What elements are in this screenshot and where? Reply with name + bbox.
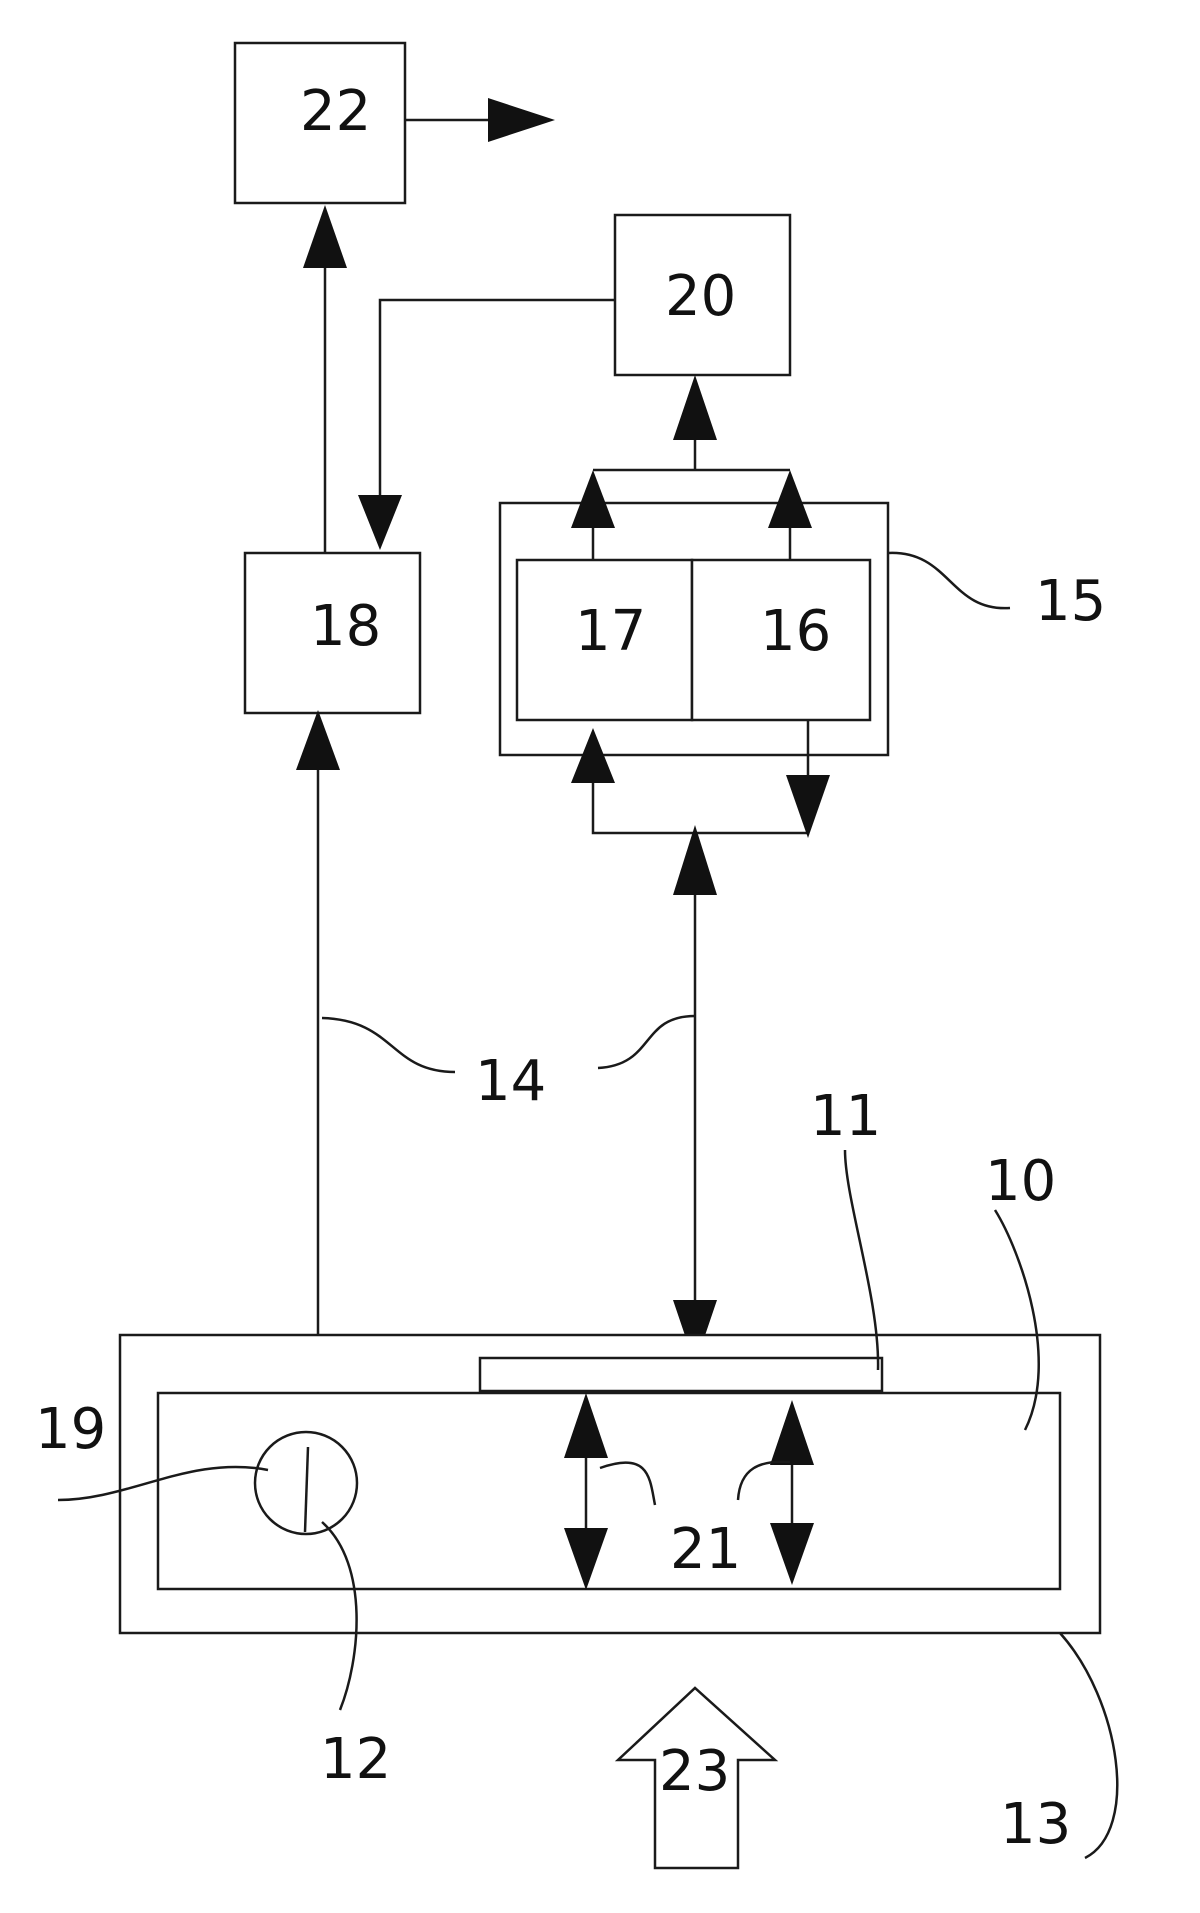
- label-22: 22: [300, 79, 371, 144]
- label-17: 17: [575, 599, 646, 664]
- label-23: 23: [659, 1739, 730, 1804]
- leader-14-left: [321, 1016, 456, 1074]
- arrowhead-up-to-15: [673, 825, 717, 895]
- label-21: 21: [670, 1517, 741, 1582]
- line-20-to-18: [378, 298, 615, 505]
- arrowhead-up-to-18: [296, 710, 340, 770]
- label-14: 14: [475, 1049, 546, 1114]
- arrowhead-into-20: [673, 375, 717, 440]
- arrowhead-from-16: [786, 775, 830, 838]
- label-12: 12: [320, 1727, 391, 1792]
- arrowhead-16-up: [768, 470, 812, 528]
- label-20: 20: [665, 264, 736, 329]
- arrowhead-into-22: [303, 205, 347, 268]
- arrowhead-into-17: [571, 728, 615, 783]
- label-16: 16: [760, 599, 831, 664]
- arrow-21-right-up: [770, 1400, 814, 1465]
- hollow-arrow-23: [614, 1686, 779, 1870]
- leader-21-right: [736, 1460, 791, 1501]
- leader-21-left: [599, 1461, 657, 1506]
- leader-10: [993, 1209, 1040, 1431]
- leader-12: [321, 1521, 358, 1711]
- output-arrowhead: [488, 98, 555, 142]
- label-10: 10: [985, 1149, 1056, 1214]
- arrowhead-17-up: [571, 470, 615, 528]
- block-20: [613, 213, 792, 377]
- arrowhead-into-18: [358, 495, 402, 550]
- leader-13: [1059, 1632, 1119, 1860]
- leader-14-right: [597, 1014, 696, 1070]
- leader-15: [887, 551, 1011, 610]
- label-13: 13: [1000, 1792, 1071, 1857]
- arrow-21-right-down: [770, 1523, 814, 1585]
- block-22: [233, 41, 407, 205]
- leader-19: [57, 1465, 269, 1502]
- component-12-mark: [303, 1446, 310, 1533]
- arrow-21-left-up: [564, 1393, 608, 1458]
- label-18: 18: [310, 594, 381, 659]
- block-16: [690, 558, 872, 722]
- label-15: 15: [1035, 569, 1106, 634]
- leader-11: [843, 1149, 880, 1371]
- arrow-21-left-down: [564, 1528, 608, 1590]
- label-19: 19: [35, 1397, 106, 1462]
- block-18: [243, 551, 422, 715]
- arrowhead-down-to-11: [673, 1300, 717, 1365]
- plate-11: [478, 1356, 884, 1393]
- label-11: 11: [810, 1084, 881, 1149]
